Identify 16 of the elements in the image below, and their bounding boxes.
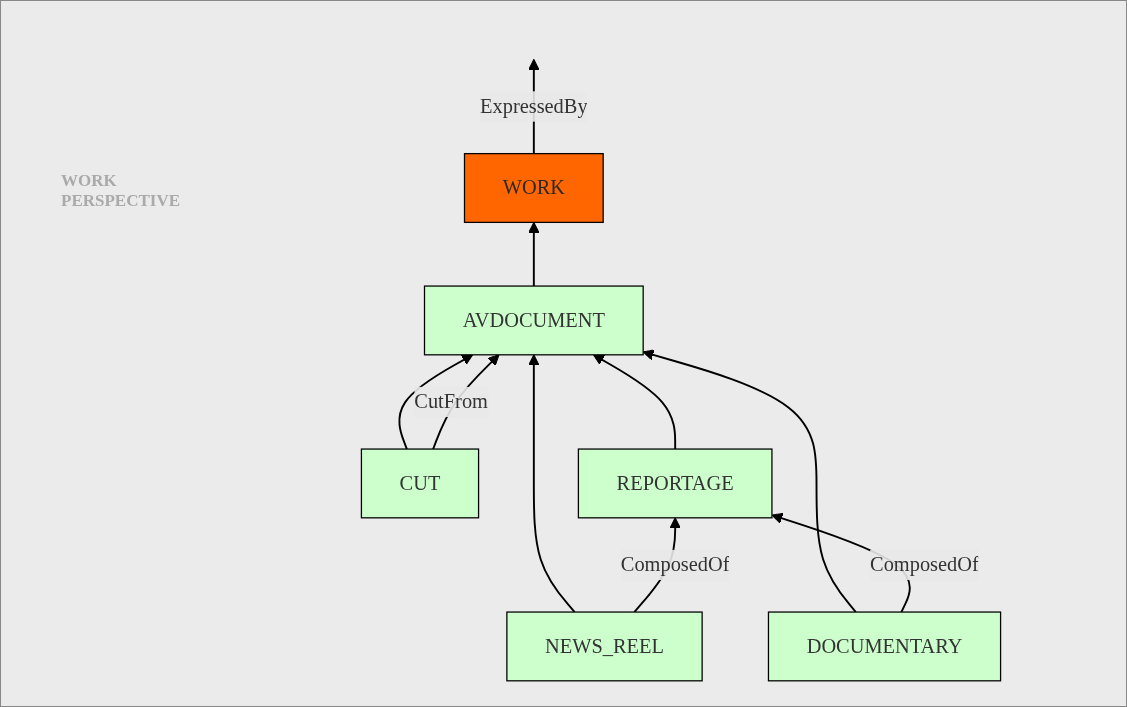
node-box: REPORTAGE — [577, 448, 773, 519]
arrow — [398, 354, 474, 450]
section-label: WORK PERSPECTIVE — [61, 171, 182, 211]
node-box: NEWS_REEL — [506, 611, 703, 682]
node-box: DOCUMENTARY — [767, 611, 1002, 682]
arrow — [528, 221, 540, 287]
node-box: WORK — [463, 153, 604, 224]
node-box: AVDOCUMENT — [423, 285, 644, 356]
arrow — [528, 354, 576, 613]
edge-label: ComposedOf — [870, 553, 979, 576]
arrow — [642, 349, 857, 613]
edge-label: ExpressedBy — [480, 95, 588, 117]
edge-label: ComposedOf — [620, 553, 730, 576]
edge-label: CutFrom — [414, 390, 488, 413]
node-box: CUT — [360, 448, 480, 519]
arrow — [592, 354, 677, 450]
